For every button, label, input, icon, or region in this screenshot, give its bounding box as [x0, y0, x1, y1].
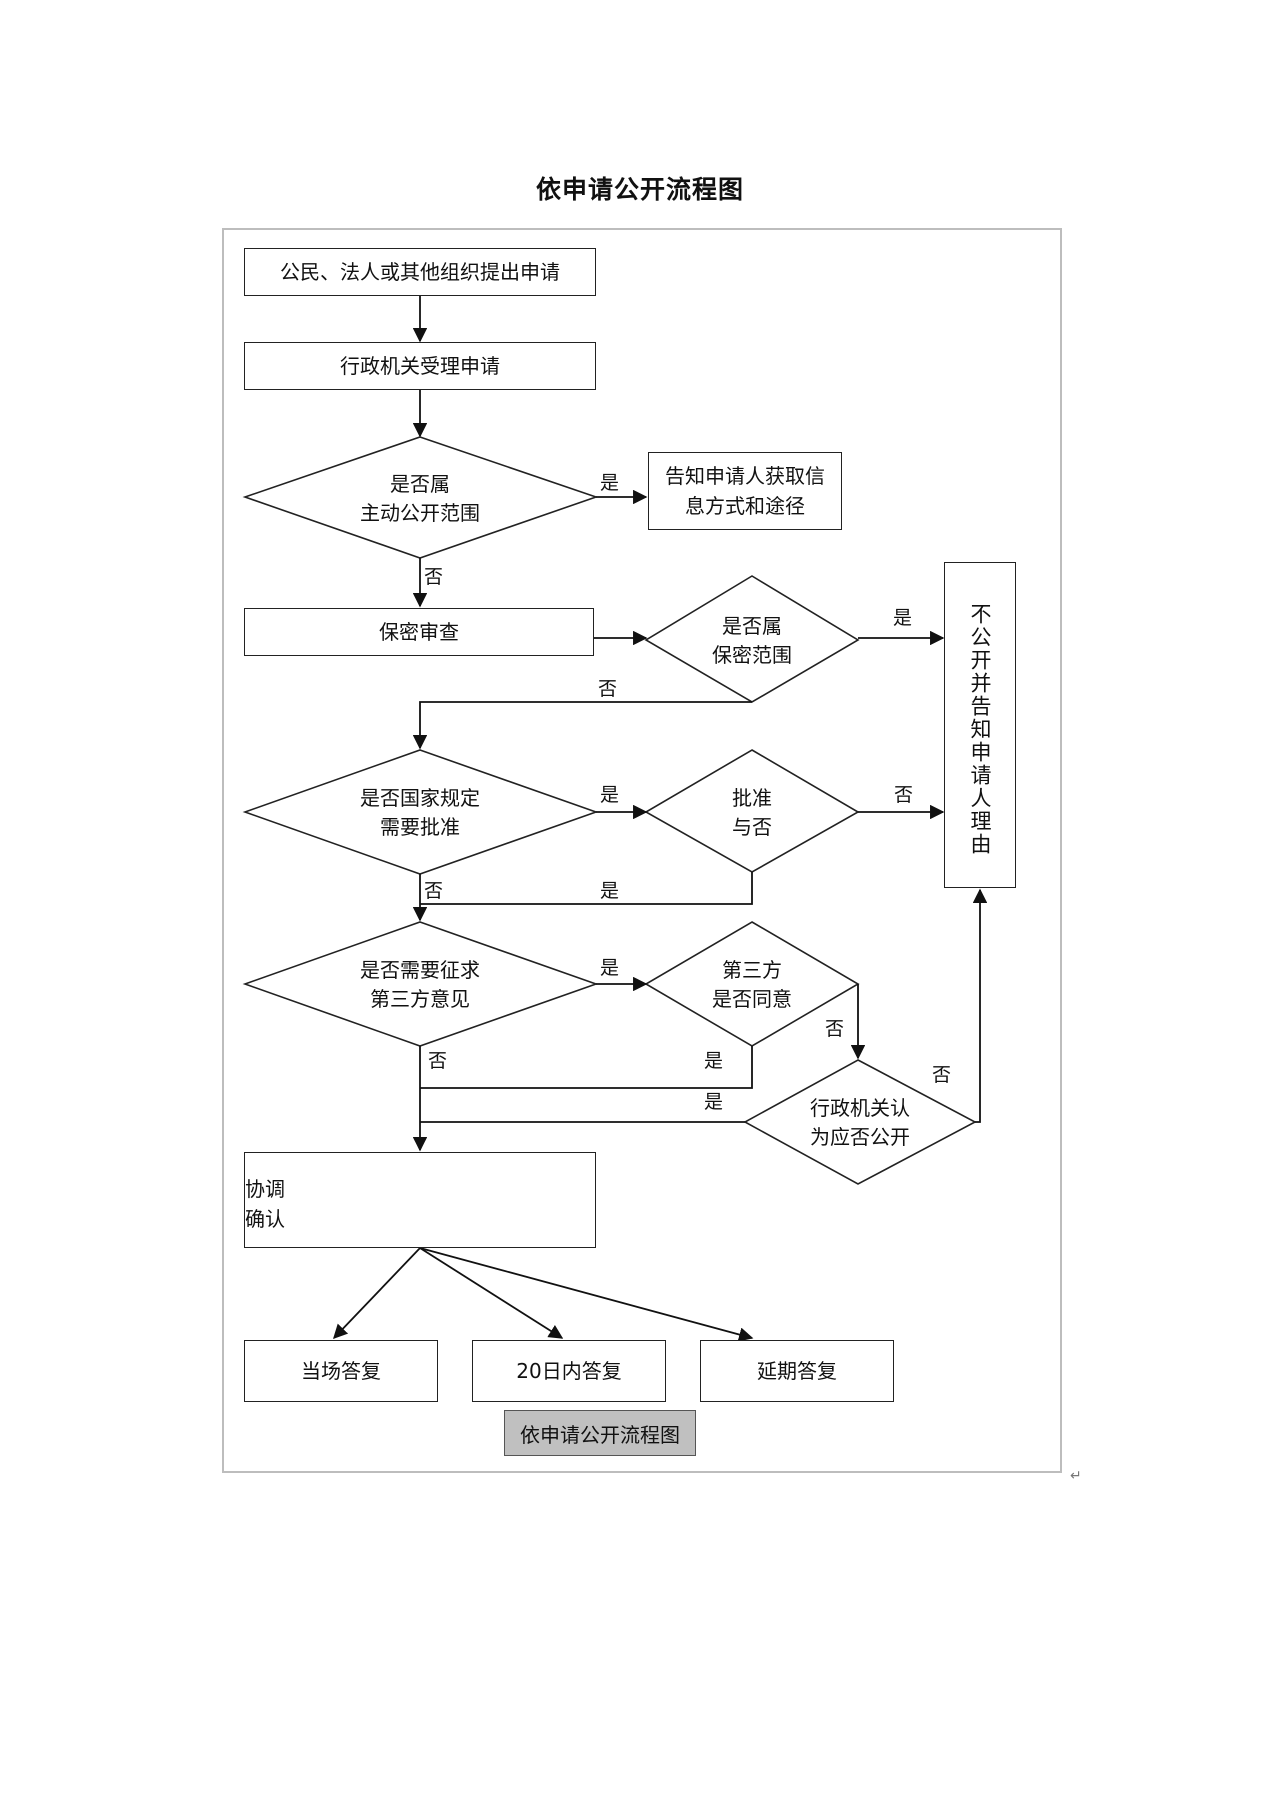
diamond-approve-text: 批准 与否 [672, 784, 832, 842]
secrecy-review-box: 保密审查 [244, 608, 594, 656]
diamond-secrecy-scope-line-1: 是否属 [722, 614, 782, 638]
diagram-caption: 依申请公开流程图 [504, 1410, 696, 1456]
diamond-third-party-agree-text: 第三方 是否同意 [672, 956, 832, 1014]
diagram-frame [222, 228, 1062, 1473]
edge-label-yes: 是 [600, 957, 620, 979]
reply-20days-box: 20日内答复 [472, 1340, 666, 1402]
page-title: 依申请公开流程图 [535, 175, 744, 204]
edge-label-yes: 是 [704, 1050, 724, 1072]
diamond-approval-needed-line-2: 需要批准 [380, 815, 460, 839]
diamond-active-scope-line-1: 是否属 [390, 472, 450, 496]
edge-label-no: 否 [428, 1050, 448, 1072]
diamond-third-party-agree-line-1: 第三方 [722, 958, 782, 982]
diamond-agency-decides-line-2: 为应否公开 [810, 1125, 910, 1149]
coordinate-line-2: 确认 [245, 1207, 285, 1231]
accept-box: 行政机关受理申请 [244, 342, 596, 390]
edge-label-no: 否 [894, 784, 914, 806]
not-public-box: 不公开并告知申请人理由 [944, 562, 1016, 888]
paragraph-mark-icon: ↵ [1070, 1468, 1082, 1484]
diamond-third-party-agree-line-2: 是否同意 [712, 987, 792, 1011]
edge-label-no: 否 [598, 678, 618, 700]
diamond-agency-decides [743, 1059, 977, 1185]
diamond-active-scope-line-2: 主动公开范围 [360, 501, 480, 525]
diamond-third-party-needed-text: 是否需要征求 第三方意见 [320, 956, 520, 1014]
edge-label-yes: 是 [704, 1091, 724, 1113]
apply-box: 公民、法人或其他组织提出申请 [244, 248, 596, 296]
edge-label-yes: 是 [893, 607, 913, 629]
diamond-third-party-needed-line-2: 第三方意见 [370, 987, 470, 1011]
diamond-secrecy-scope-line-2: 保密范围 [712, 643, 792, 667]
edge-label-yes: 是 [600, 880, 620, 902]
reply-extended-box: 延期答复 [700, 1340, 894, 1402]
reply-onsite-box: 当场答复 [244, 1340, 438, 1402]
diamond-secrecy-scope-text: 是否属 保密范围 [672, 612, 832, 670]
notify-channel-line-2: 息方式和途径 [685, 494, 805, 518]
edge-label-no: 否 [932, 1064, 952, 1086]
notify-channel-box: 告知申请人获取信 息方式和途径 [648, 452, 842, 530]
edge-label-yes: 是 [600, 472, 620, 494]
edge-label-yes: 是 [600, 784, 620, 806]
coordinate-box: 协调 确认 [244, 1152, 596, 1248]
diamond-agency-decides-text: 行政机关认 为应否公开 [780, 1094, 940, 1152]
diamond-approve-line-2: 与否 [732, 815, 772, 839]
edge-label-no: 否 [424, 566, 444, 588]
diamond-active-scope-text: 是否属 主动公开范围 [320, 470, 520, 528]
diamond-approve-line-1: 批准 [732, 786, 772, 810]
diamond-approval-needed-text: 是否国家规定 需要批准 [320, 784, 520, 842]
not-public-text: 不公开并告知申请人理由 [968, 603, 992, 856]
diamond-third-party-needed-line-1: 是否需要征求 [360, 958, 480, 982]
diamond-agency-decides-line-1: 行政机关认 [810, 1096, 910, 1120]
notify-channel-line-1: 告知申请人获取信 [665, 464, 825, 488]
edge-label-no: 否 [424, 880, 444, 902]
edge-label-no: 否 [825, 1018, 845, 1040]
coordinate-line-1: 协调 [245, 1177, 285, 1201]
diamond-approval-needed-line-1: 是否国家规定 [360, 786, 480, 810]
